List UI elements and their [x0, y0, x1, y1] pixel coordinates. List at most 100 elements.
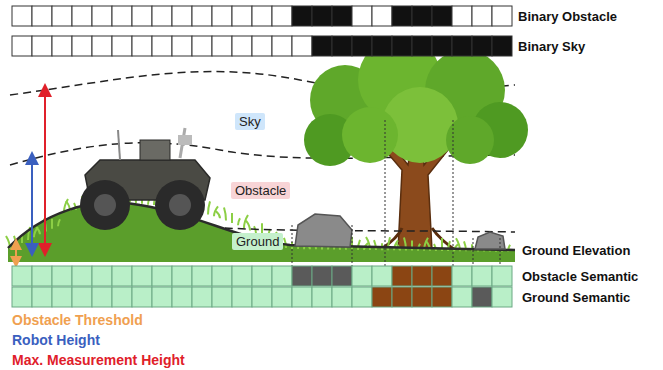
robot: [80, 128, 210, 230]
grid-cell: [312, 36, 332, 56]
legend-entry: Max. Measurement Height: [12, 352, 185, 368]
grid-cell: [452, 36, 472, 56]
row-label: Binary Obstacle: [518, 9, 617, 24]
grid-cell: [372, 6, 392, 26]
grid-cell: [192, 6, 212, 26]
grid-cell: [252, 6, 272, 26]
grid-cell: [272, 6, 292, 26]
legend-entry: Obstacle Threshold: [12, 312, 143, 328]
grid-cell: [152, 36, 172, 56]
grid-cell: [432, 287, 452, 307]
grid-cell: [432, 36, 452, 56]
grid-cell: [32, 6, 52, 26]
layer-name: Obstacle: [235, 183, 286, 198]
grid-cell: [272, 36, 292, 56]
grid-cell: [92, 287, 112, 307]
grid-cell: [392, 266, 412, 286]
grid-cell: [112, 266, 132, 286]
grid-cell: [332, 266, 352, 286]
grid-cell: [392, 36, 412, 56]
grid-cell: [52, 266, 72, 286]
max-height-arrow: [44, 90, 46, 250]
obstacle-threshold-arrow: [15, 244, 17, 262]
grid-cell: [92, 36, 112, 56]
layer-name: Ground: [236, 234, 279, 249]
grid-cell: [52, 287, 72, 307]
grid-cell: [472, 266, 492, 286]
grid-cell: [272, 287, 292, 307]
grid-cell: [312, 266, 332, 286]
grid-cell: [52, 6, 72, 26]
grid-cell: [212, 6, 232, 26]
layer-name: Sky: [239, 114, 261, 129]
row-label: Ground Elevation: [522, 243, 630, 258]
cell-row: [12, 266, 512, 286]
grid-cell: [352, 6, 372, 26]
grid-cell: [192, 36, 212, 56]
grid-cell: [372, 287, 392, 307]
grid-cell: [212, 266, 232, 286]
grid-cell: [292, 36, 312, 56]
projection-lines: [292, 120, 500, 266]
grid-cell: [72, 6, 92, 26]
grid-cell: [212, 36, 232, 56]
grid-cell: [252, 266, 272, 286]
grid-cell: [72, 266, 92, 286]
grid-cell: [412, 6, 432, 26]
grid-cell: [132, 6, 152, 26]
row-label: Ground Semantic: [522, 290, 630, 305]
grid-cell: [112, 6, 132, 26]
grid-cell: [72, 36, 92, 56]
grid-cell: [12, 287, 32, 307]
row-label: Obstacle Semantic: [522, 269, 638, 284]
grid-cell: [92, 266, 112, 286]
grid-cell: [412, 287, 432, 307]
grid-cell: [472, 36, 492, 56]
grid-cell: [292, 287, 312, 307]
grid-cell: [252, 36, 272, 56]
grid-cell: [492, 287, 512, 307]
grid-cell: [232, 36, 252, 56]
grid-cell: [492, 266, 512, 286]
layer-tag: Sky: [235, 113, 265, 130]
grid-cell: [352, 36, 372, 56]
rock: [295, 214, 352, 247]
grid-cell: [332, 6, 352, 26]
cell-row: [12, 36, 512, 56]
grid-cell: [312, 6, 332, 26]
grid-cell: [392, 287, 412, 307]
grid-cell: [72, 287, 92, 307]
grid-cell: [412, 36, 432, 56]
grid-cell: [152, 287, 172, 307]
cell-row: [12, 287, 512, 307]
grid-cell: [292, 6, 312, 26]
grid-cell: [432, 6, 452, 26]
grid-cell: [472, 287, 492, 307]
grid-cell: [152, 266, 172, 286]
robot-height-arrow: [31, 158, 33, 250]
grid-cell: [412, 266, 432, 286]
grid-cell: [132, 36, 152, 56]
cell-rows: [12, 6, 512, 307]
grid-cell: [292, 266, 312, 286]
grid-cell: [32, 266, 52, 286]
grid-cell: [332, 36, 352, 56]
ground-elevation-line: [225, 228, 515, 232]
cell-row: [12, 6, 512, 26]
grid-cell: [192, 287, 212, 307]
grid-cell: [172, 36, 192, 56]
grid-cell: [332, 287, 352, 307]
grid-cell: [12, 6, 32, 26]
grid-cell: [392, 6, 412, 26]
grid-cell: [92, 6, 112, 26]
grid-cell: [132, 287, 152, 307]
grid-cell: [352, 287, 372, 307]
grid-cell: [112, 287, 132, 307]
legend-entry: Robot Height: [12, 332, 100, 348]
grid-cell: [152, 6, 172, 26]
grid-cell: [252, 287, 272, 307]
layer-tag: Obstacle: [231, 182, 290, 199]
grid-cell: [372, 36, 392, 56]
grid-cell: [232, 6, 252, 26]
grid-cell: [112, 36, 132, 56]
